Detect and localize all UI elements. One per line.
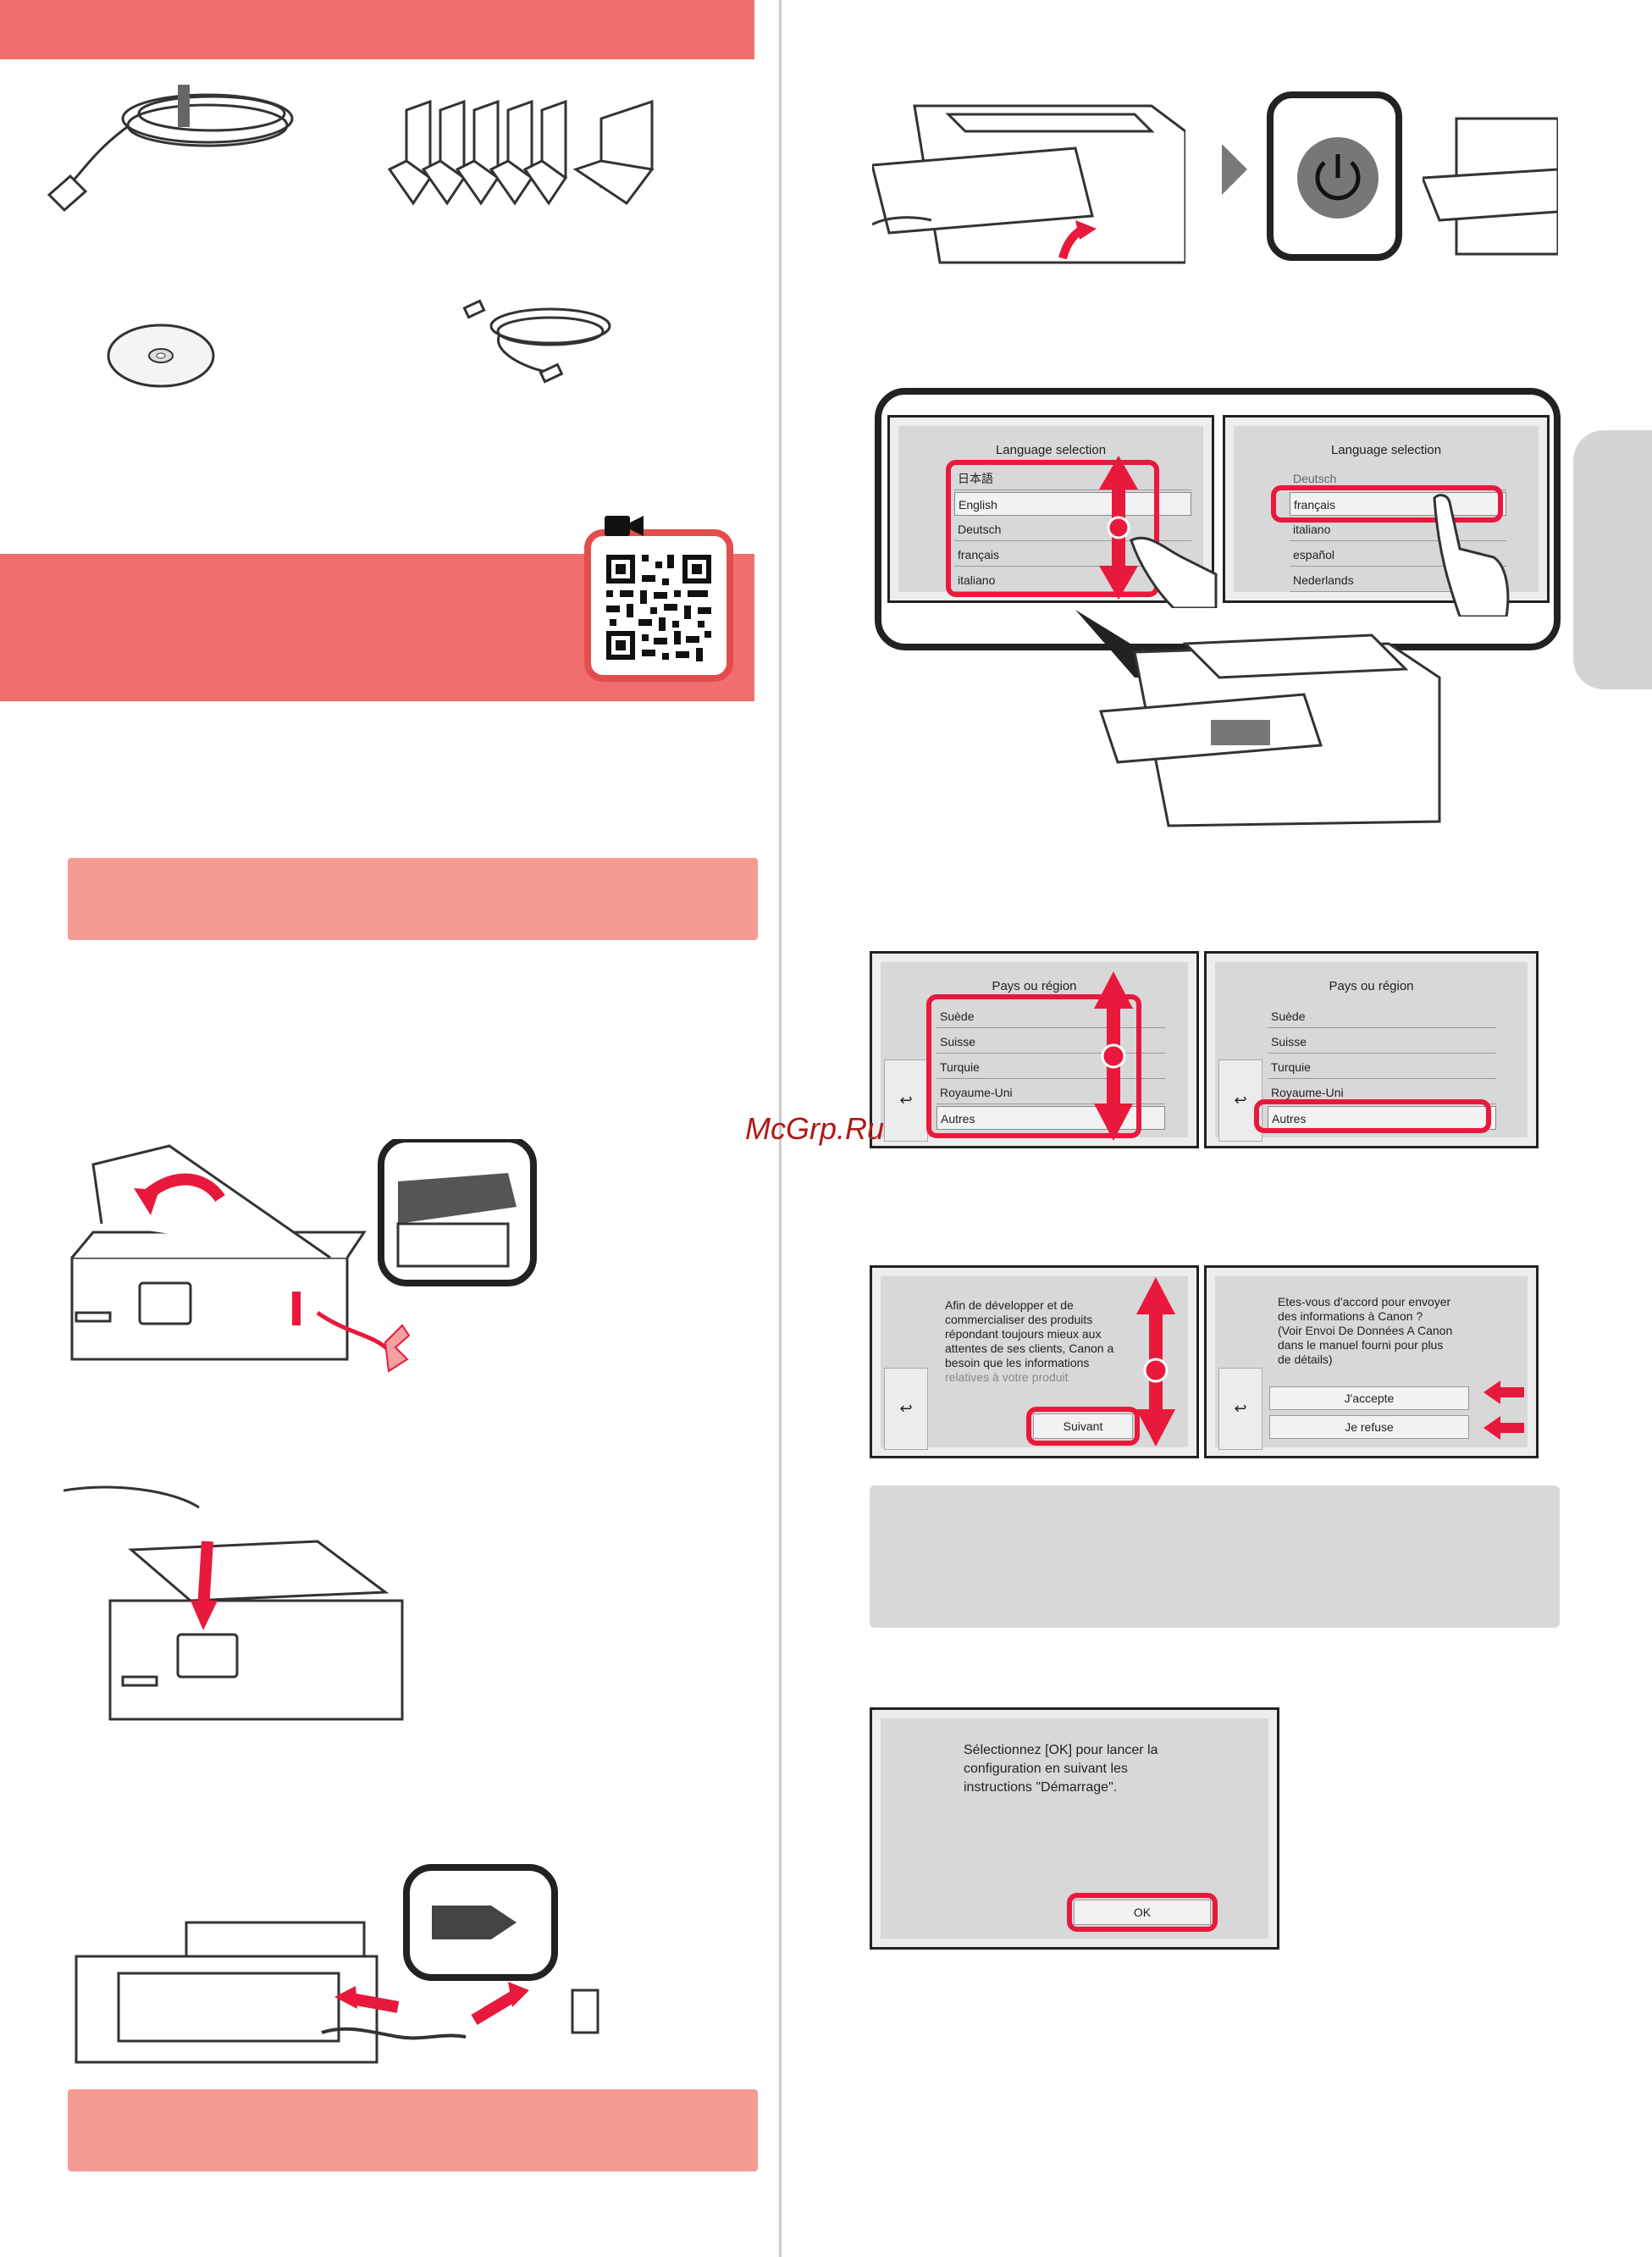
language-option-italiano[interactable]: italiano [954,568,1191,592]
info-line-5: besoin que les informations [945,1356,1090,1369]
language-screen-2: Language selection Deutsch français ital… [1223,415,1550,603]
printer-open-tape-illustration [70,1139,537,1373]
telephone-cable-illustration [462,299,611,384]
language-screen-1-title: Language selection [995,443,1107,457]
language-option-english[interactable]: English [954,492,1191,516]
country-option-autres[interactable]: Autres [1268,1106,1496,1130]
info-line-1: Afin de développer et de [945,1298,1074,1312]
selection-highlight [1271,485,1503,523]
ok-screen: Sélectionnez [OK] pour lancer la configu… [870,1707,1279,1950]
consent-screen: ↩ Etes-vous d'accord pour envoyer des in… [1204,1265,1539,1458]
power-icon[interactable] [1296,136,1380,220]
scroll-arrow-icon [1099,456,1138,600]
country-screen-2-title: Pays ou région [1329,979,1414,993]
ok-button[interactable]: OK [1074,1900,1211,1925]
qr-code-icon [599,548,718,667]
country-screen-2: ↩ Pays ou région Suède Suisse Turquie Ro… [1204,951,1539,1148]
next-button[interactable]: Suivant [1033,1413,1133,1439]
ok-line-1: Sélectionnez [OK] pour lancer la [964,1743,1158,1757]
consent-line-4: dans le manuel fourni pour plus [1278,1338,1444,1352]
next-button-highlight [1026,1407,1140,1446]
ok-line-2: configuration en suivant les [964,1762,1128,1776]
country-option-turquie[interactable]: Turquie [1268,1055,1496,1079]
language-screen-2-title: Language selection [1330,443,1442,457]
language-option-francais[interactable]: français [954,543,1191,567]
back-button[interactable]: ↩ [1218,1368,1262,1450]
consent-line-3: (Voir Envoi De Données A Canon [1278,1324,1453,1337]
country-option-suisse[interactable]: Suisse [1268,1030,1496,1054]
printer-panel-illustration [1075,610,1441,827]
printer-close-cover-illustration [64,1485,404,1721]
info-line-2: commercialiser des produits [945,1313,1093,1326]
country-option-royaume-uni[interactable]: Royaume-Uni [937,1081,1165,1104]
language-option-deutsch[interactable]: Deutsch [954,517,1191,541]
note-box [870,1485,1560,1628]
info-line-3: répondant toujours mieux aux [945,1327,1102,1341]
info-line-4: attentes de ses clients, Canon a [945,1341,1114,1355]
scroll-highlight [926,994,1141,1138]
country-option-suede[interactable]: Suède [937,1004,1165,1028]
refuse-button[interactable]: Je refuse [1269,1415,1469,1439]
consent-line-1: Etes-vous d'accord pour envoyer [1278,1295,1451,1308]
hand-swipe-icon [1130,536,1218,608]
note-bar-2 [68,2089,758,2171]
column-divider [779,0,782,2257]
accept-button[interactable]: J'accepte [1269,1386,1469,1410]
language-option-italiano[interactable]: italiano [1290,517,1506,541]
power-cord-illustration [47,85,294,213]
selection-highlight [1254,1099,1491,1133]
section-banner-top [0,0,754,59]
consent-line-2: des informations à Canon ? [1278,1309,1423,1323]
next-step-arrow-icon [1222,144,1247,195]
printer-power-cable-illustration [75,1864,599,2064]
consent-line-5: de détails) [1278,1353,1333,1366]
printer-side-illustration [1423,117,1558,256]
language-option-nederlands[interactable]: Nederlands [1290,568,1506,592]
arrow-left-icon [1483,1416,1524,1440]
arrow-left-icon [1483,1380,1524,1404]
language-option-francais[interactable]: français [1290,492,1506,516]
printer-open-panel-illustration [872,104,1185,264]
country-screen-1: ↩ Pays ou région Suède Suisse Turquie Ro… [870,951,1199,1148]
scroll-arrow-icon [1094,971,1133,1141]
scroll-highlight [946,460,1159,597]
cd-rom-illustration [107,324,215,388]
country-option-suisse[interactable]: Suisse [937,1030,1165,1054]
ink-cartridges-illustration [387,99,655,206]
note-bar-1 [68,858,758,940]
back-button[interactable]: ↩ [884,1368,928,1450]
video-camera-icon [605,516,644,536]
qr-code-panel[interactable] [584,529,733,682]
info-screen: ↩ Afin de développer et de commercialise… [870,1265,1199,1458]
language-option-japanese[interactable]: 日本語 [954,467,1191,490]
language-option-espanol[interactable]: español [1290,543,1506,567]
info-line-6: relatives à votre produit [945,1370,1069,1384]
side-tab [1573,430,1652,689]
country-screen-1-title: Pays ou région [992,979,1077,993]
country-option-suede[interactable]: Suède [1268,1004,1496,1028]
ok-button-highlight [1067,1893,1218,1932]
scroll-arrow-icon [1136,1277,1175,1447]
back-button[interactable]: ↩ [884,1059,928,1142]
ok-line-3: instructions "Démarrage". [964,1780,1118,1795]
watermark: McGrp.Ru [745,1111,885,1146]
hand-tap-icon [1433,494,1510,617]
language-screen-1: Language selection 日本語 English Deutsch f… [887,415,1214,603]
country-option-turquie[interactable]: Turquie [937,1055,1165,1079]
